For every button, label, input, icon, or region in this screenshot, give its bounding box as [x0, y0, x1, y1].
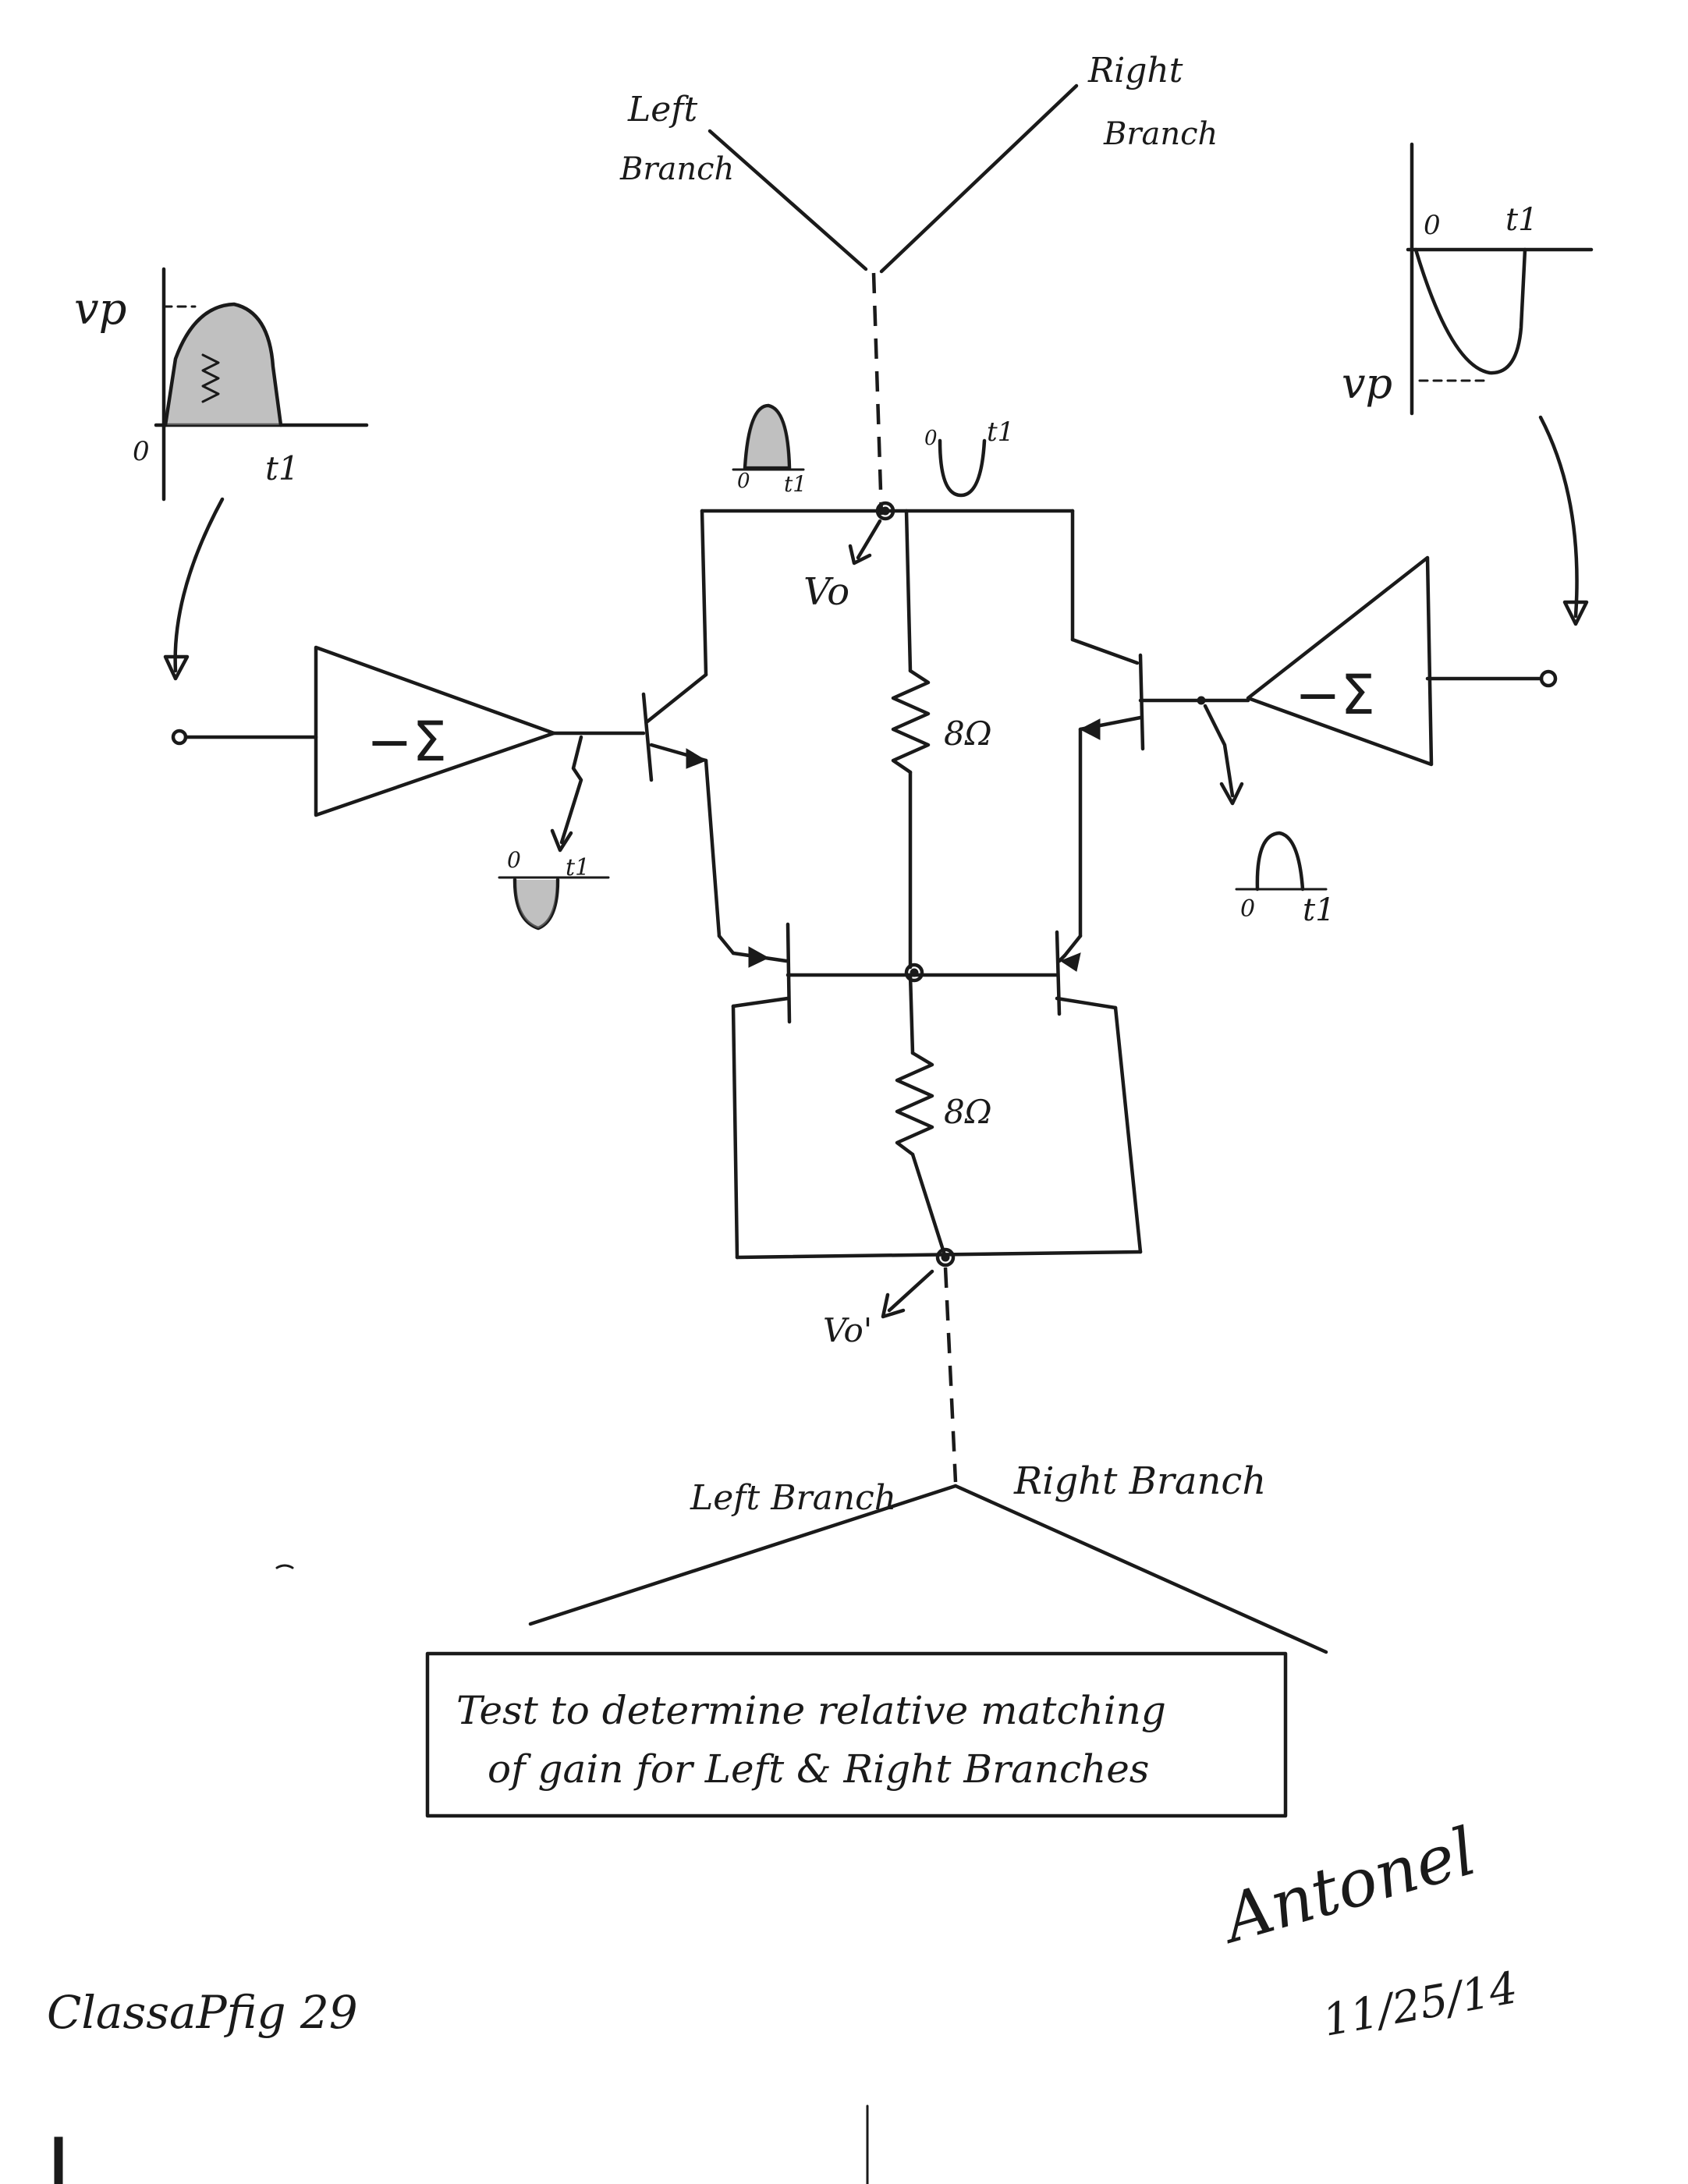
right-input-arrowhead-icon	[1562, 600, 1589, 626]
top-right-node-origin: 0	[924, 427, 938, 450]
caption-line-1: Test to determine relative matching	[456, 1688, 1166, 1733]
left-amplifier	[314, 645, 556, 817]
right-amplifier-label: −Σ	[1295, 663, 1375, 727]
top-left-node-waveform	[732, 403, 805, 471]
bottom-right-branch-label: Right Branch	[1013, 1459, 1266, 1503]
resistor-bottom	[895, 1051, 934, 1157]
caption-line-2: of gain for Left & Right Branches	[488, 1746, 1149, 1792]
left-amp-probe-arrowhead-icon	[550, 828, 573, 853]
top-right-branch-label-2: Branch	[1103, 116, 1218, 152]
right-output-waveform	[1235, 831, 1328, 892]
vo-prime-node-dot	[941, 1253, 950, 1262]
vo-probe-arrowhead-icon	[848, 544, 872, 566]
top-right-node-t1: t1	[987, 417, 1014, 448]
top-left-node-t1: t1	[784, 471, 807, 497]
transistor-left-lower	[731, 922, 792, 1024]
right-amplifier	[1246, 555, 1434, 767]
transistor-right-lower	[1055, 930, 1081, 1016]
right-input-vp-label: vp	[1342, 359, 1392, 408]
vo-label: Vo	[803, 570, 849, 614]
vo-prime-probe-arrow	[887, 1269, 934, 1313]
vo-node	[875, 501, 895, 521]
top-left-node-origin: 0	[737, 470, 750, 493]
right-output-t1-label: t1	[1303, 892, 1335, 928]
vo-probe-arrow	[856, 519, 882, 560]
right-input-t1-label: t1	[1505, 202, 1538, 238]
right-amp-output-node	[1197, 696, 1206, 705]
top-branch-split	[707, 83, 1079, 516]
left-input-arrowhead-icon	[163, 654, 190, 681]
resistor-top-label: 8Ω	[944, 714, 992, 753]
left-output-waveform	[498, 876, 610, 931]
left-input-arrow	[173, 497, 225, 673]
figure-id: ClassaPfig 29	[47, 1986, 358, 2039]
right-amp-output-probe	[1203, 704, 1235, 798]
mid-node	[904, 963, 924, 983]
left-input-t1-label: t1	[265, 449, 300, 488]
left-amplifier-label: −Σ	[367, 710, 447, 774]
left-input-terminal	[171, 729, 188, 746]
right-input-waveform	[1406, 142, 1594, 416]
resistor-bottom-label: 8Ω	[944, 1093, 992, 1131]
vo-node-dot	[881, 506, 890, 516]
left-output-t1-label: t1	[566, 854, 590, 881]
right-input-origin-label: 0	[1424, 210, 1441, 241]
caption-box	[425, 1651, 1288, 1818]
left-amp-output-probe	[559, 735, 583, 845]
bottom-left-branch-label: Left Branch	[690, 1478, 896, 1518]
signature: Antonel	[1211, 1813, 1484, 1959]
left-output-origin-label: 0	[507, 847, 521, 873]
top-left-branch-label-1: Left	[627, 90, 698, 129]
left-input-origin-label: 0	[133, 436, 150, 467]
right-input-arrow	[1538, 415, 1579, 619]
mid-node-dot	[910, 968, 919, 977]
right-input-terminal	[1539, 669, 1558, 688]
left-input-vp-label: vp	[74, 284, 126, 335]
vo-prime-label: Vo'	[823, 1311, 872, 1349]
vo-prime-arrowhead-icon	[881, 1292, 906, 1319]
left-input-waveform	[154, 267, 369, 502]
vo-prime-node	[935, 1247, 956, 1268]
right-amp-probe-arrowhead-icon	[1219, 782, 1244, 806]
transistor-left-upper	[641, 672, 722, 938]
date: 11/25/14	[1319, 1962, 1521, 2047]
top-right-node-waveform	[938, 438, 987, 498]
resistor-top	[891, 668, 931, 775]
scan-artifacts	[54, 1564, 869, 2184]
transistor-right-upper	[1078, 653, 1145, 938]
top-right-branch-label-1: Right	[1087, 51, 1183, 90]
bottom-branch-split	[528, 1267, 1328, 1654]
right-output-origin-label: 0	[1240, 895, 1255, 923]
top-left-branch-label-2: Branch	[619, 151, 734, 187]
upper-bridge-wiring	[700, 509, 1140, 970]
